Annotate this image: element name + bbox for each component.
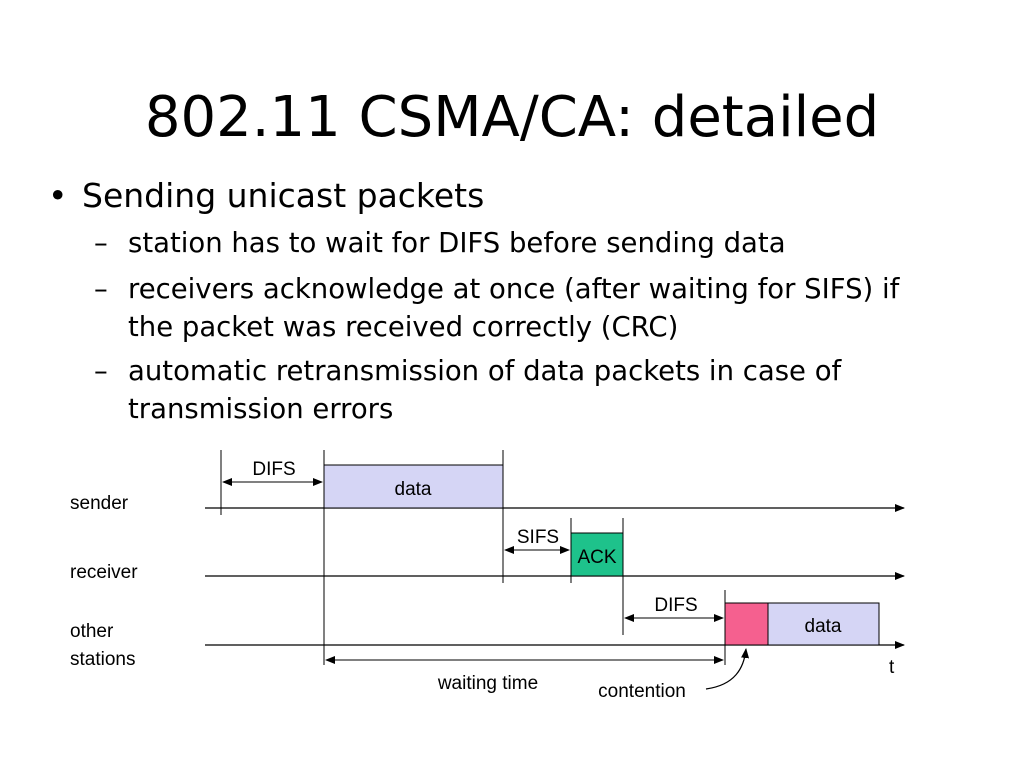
- time-axis-label: t: [889, 657, 895, 678]
- sender-data-label: data: [395, 479, 432, 500]
- subbullet-text: receivers acknowledge at once (after wai…: [128, 273, 900, 343]
- subbullet-text: automatic retransmission of data packets…: [128, 355, 842, 425]
- contention-pointer: [705, 648, 750, 690]
- row-label-sender: sender: [70, 493, 129, 514]
- ack-label: ACK: [577, 547, 616, 568]
- subbullet-marker: –: [94, 355, 108, 387]
- other-data-block: [767, 602, 880, 646]
- waiting-time-label: waiting time: [437, 673, 538, 694]
- difs-other-label: DIFS: [654, 595, 697, 616]
- row-label-other-line2: stations: [70, 649, 135, 670]
- subbullet-text: station has to wait for DIFS before send…: [128, 227, 786, 259]
- slide-title: 802.11 CSMA/CA: detailed: [144, 85, 880, 150]
- difs-sender-label: DIFS: [252, 459, 295, 480]
- sifs-label: SIFS: [517, 527, 559, 548]
- sender-data-block: [323, 464, 504, 509]
- other-data-label: data: [805, 616, 842, 637]
- ack-block: [570, 532, 624, 577]
- bullet-marker: •: [48, 176, 68, 215]
- contention-block: [724, 602, 769, 646]
- row-label-receiver: receiver: [70, 562, 138, 583]
- bullet-text: Sending unicast packets: [82, 176, 485, 215]
- row-label-other-line1: other: [70, 621, 114, 642]
- contention-label: contention: [598, 681, 686, 702]
- subbullet-marker: –: [94, 227, 108, 259]
- subbullet-marker: –: [94, 273, 108, 305]
